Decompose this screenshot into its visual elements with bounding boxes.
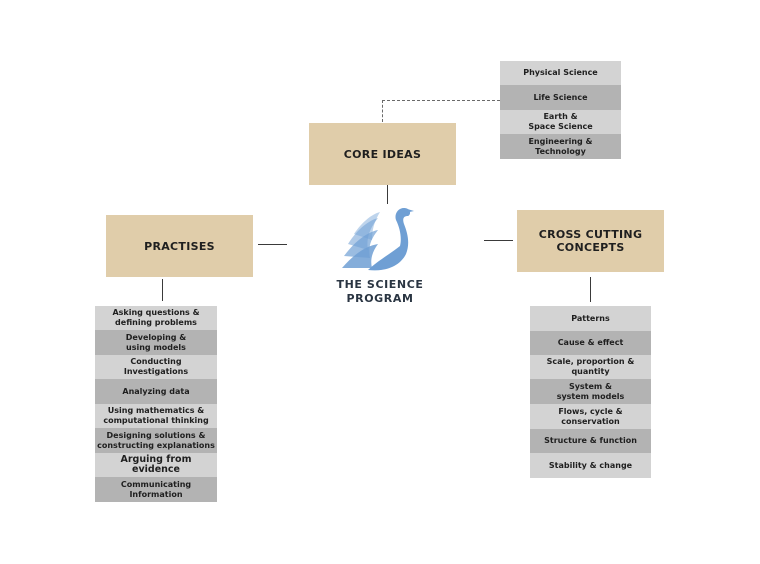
list-item: Patterns: [530, 306, 651, 331]
list-item: Communicating Information: [95, 477, 217, 502]
connector-logo-crosscutting: [484, 240, 513, 241]
list-item: Developing & using models: [95, 330, 217, 355]
list-item: Engineering & Technology: [500, 134, 621, 159]
core-ideas-box: CORE IDEAS: [309, 123, 456, 185]
list-item: System & system models: [530, 379, 651, 404]
list-item: Arguing from evidence: [95, 453, 217, 477]
cross-cutting-list: Patterns Cause & effect Scale, proportio…: [530, 306, 651, 478]
list-item: Analyzing data: [95, 379, 217, 404]
connector-crosscutting-list: [590, 277, 591, 302]
list-item: Earth & Space Science: [500, 110, 621, 134]
list-item: Cause & effect: [530, 331, 651, 355]
practises-list: Asking questions & defining problems Dev…: [95, 306, 217, 502]
connector-core-list-horizontal: [382, 100, 500, 101]
core-ideas-list: Physical Science Life Science Earth & Sp…: [500, 61, 621, 159]
logo-text: THE SCIENCE PROGRAM: [336, 278, 424, 305]
list-item: Conducting Investigations: [95, 355, 217, 379]
connector-practises-list: [162, 279, 163, 301]
list-item: Stability & change: [530, 453, 651, 478]
list-item: Life Science: [500, 85, 621, 110]
list-item: Using mathematics & computational thinki…: [95, 404, 217, 428]
connector-core-logo: [387, 185, 388, 204]
list-item: Scale, proportion & quantity: [530, 355, 651, 379]
list-item: Flows, cycle & conservation: [530, 404, 651, 429]
list-item: Asking questions & defining problems: [95, 306, 217, 330]
practises-box: PRACTISES: [106, 215, 253, 277]
list-item: Designing solutions & constructing expla…: [95, 428, 217, 453]
cross-cutting-concepts-box: CROSS CUTTING CONCEPTS: [517, 210, 664, 272]
swan-icon: [342, 208, 414, 271]
connector-core-list-vertical: [382, 100, 383, 122]
connector-practises-logo: [258, 244, 287, 245]
list-item: Physical Science: [500, 61, 621, 85]
list-item: Structure & function: [530, 429, 651, 453]
